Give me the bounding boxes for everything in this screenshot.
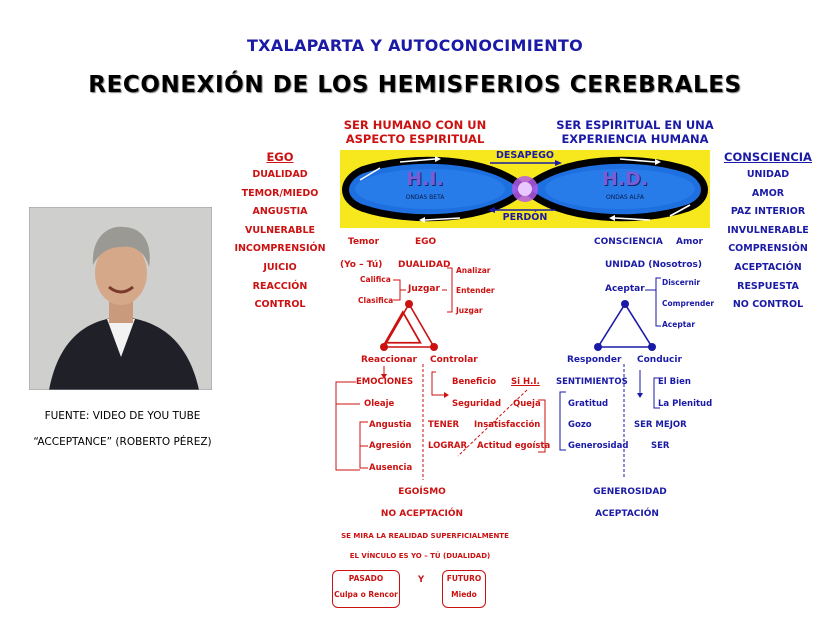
culpa-label: Culpa o Rencor: [334, 590, 398, 599]
clasifica-label: Clasifica: [358, 296, 394, 305]
agresion-label: Agresión: [369, 441, 412, 451]
aceptacion-label: ACEPTACIÓN: [595, 509, 659, 519]
person-portrait-icon: [29, 207, 212, 390]
comprender-label: Comprender: [662, 299, 715, 308]
photo-caption-title: “ACCEPTANCE” (ROBERTO PÉREZ): [33, 436, 212, 448]
list-item: INVULNERABLE: [727, 224, 809, 236]
yo-tu-label: (Yo – Tú): [340, 260, 383, 270]
ser-espiritual-line1: SER ESPIRITUAL EN UNA: [556, 118, 714, 132]
egoismo-label: EGOÍSMO: [398, 487, 446, 497]
entender-label: Entender: [456, 286, 495, 295]
infinity-diagram: DESAPEGO PERDÓN H.I. ONDAS BETA H.D. OND…: [340, 150, 710, 228]
list-item: TEMOR/MIEDO: [241, 187, 319, 199]
consciencia-list: UNIDAD AMOR PAZ INTERIOR INVULNERABLE CO…: [713, 166, 823, 315]
emociones-label: EMOCIONES: [356, 377, 414, 387]
controlar-label: Controlar: [430, 355, 478, 365]
list-item: AMOR: [751, 187, 785, 199]
lograr-label: LOGRAR: [428, 441, 467, 451]
seguridad-label: Seguridad: [452, 399, 502, 409]
juzgar-small-label: Juzgar: [456, 306, 483, 315]
ego-label: EGO: [415, 237, 437, 247]
futuro-label: FUTURO: [446, 574, 482, 583]
perdon-label: PERDÓN: [502, 212, 548, 223]
amor-label: Amor: [676, 237, 703, 247]
photo-caption-source: FUENTE: VIDEO DE YOU TUBE: [44, 410, 201, 422]
oleaje-label: Oleaje: [364, 399, 395, 409]
se-mira-label: SE MIRA LA REALIDAD SUPERFICIALMENTE: [341, 532, 509, 540]
responder-label: Responder: [567, 355, 622, 365]
hi-label: H.I.: [406, 168, 444, 190]
aceptar-label: Aceptar: [605, 284, 645, 294]
unidad-nosotros-label: UNIDAD (Nosotros): [605, 260, 702, 270]
list-item: COMPRENSIÓN: [728, 243, 808, 255]
list-item: REACCIÓN: [252, 280, 308, 292]
si-hi-label: Si H.I.: [511, 377, 540, 387]
pasado-label: PASADO: [348, 574, 384, 583]
ausencia-label: Ausencia: [369, 463, 413, 473]
gratitud-label: Gratitud: [568, 399, 609, 409]
ondas-beta-label: ONDAS BETA: [405, 194, 445, 201]
subtitle: TXALAPARTA Y AUTOCONOCIMIENTO: [246, 36, 584, 55]
ondas-alfa-label: ONDAS ALFA: [606, 194, 644, 201]
discernir-label: Discernir: [662, 278, 701, 287]
ser-label: SER: [651, 441, 670, 451]
sentimientos-label: SENTIMIENTOS: [556, 377, 628, 387]
el-bien-label: El Bien: [658, 377, 691, 387]
reaccionar-label: Reaccionar: [361, 355, 417, 365]
generosidad-label: GENEROSIDAD: [593, 487, 667, 497]
futuro-box: FUTURO Miedo: [442, 570, 486, 608]
desapego-label: DESAPEGO: [496, 150, 554, 161]
beneficio-label: Beneficio: [452, 377, 497, 387]
page-title: RECONEXIÓN DE LOS HEMISFERIOS CEREBRALES: [88, 72, 742, 98]
consciencia-flow-label: CONSCIENCIA: [594, 237, 663, 247]
list-item: PAZ INTERIOR: [730, 206, 806, 218]
insatisfaccion-label: Insatisfacción: [474, 420, 541, 430]
queja-label: Queja: [513, 399, 541, 409]
analizar-label: Analizar: [456, 266, 491, 275]
califica-label: Califica: [360, 275, 391, 284]
actitud-egoista-label: Actitud egoísta: [477, 441, 551, 451]
ego-list: DUALIDAD TEMOR/MIEDO ANGUSTIA VULNERABLE…: [225, 166, 335, 315]
list-item: RESPUESTA: [737, 280, 799, 292]
juzgar-label: Juzgar: [408, 284, 440, 294]
vinculo-label: EL VÍNCULO ES YO – TÚ (DUALIDAD): [349, 552, 491, 560]
list-item: NO CONTROL: [732, 299, 804, 311]
list-item: JUICIO: [263, 261, 297, 273]
ser-espiritual-line2: EXPERIENCIA HUMANA: [561, 132, 709, 146]
pasado-box: PASADO Culpa o Rencor: [332, 570, 400, 608]
list-item: INCOMPRENSIÓN: [234, 243, 326, 255]
ser-humano-line2: ASPECTO ESPIRITUAL: [345, 132, 485, 146]
temor-label: Temor: [348, 237, 380, 247]
list-item: UNIDAD: [746, 169, 790, 180]
tener-label: TENER: [428, 420, 460, 430]
ser-mejor-label: SER MEJOR: [634, 420, 687, 430]
list-item: ANGUSTIA: [252, 206, 308, 218]
aceptar-small-label: Aceptar: [662, 320, 696, 329]
generosidad-small-label: Generosidad: [568, 441, 629, 451]
la-plenitud-label: La Plenitud: [658, 399, 713, 409]
list-item: VULNERABLE: [244, 224, 315, 236]
gozo-label: Gozo: [568, 420, 592, 430]
ser-humano-line1: SER HUMANO CON UN: [343, 118, 487, 132]
angustia-label: Angustia: [369, 420, 412, 430]
list-item: DUALIDAD: [252, 169, 308, 180]
dualidad-label: DUALIDAD: [398, 260, 451, 270]
miedo-label: Miedo: [451, 590, 477, 599]
ego-heading: EGO: [266, 150, 294, 164]
speaker-photo: [29, 207, 212, 390]
ser-humano-label: SER HUMANO CON UN ASPECTO ESPIRITUAL: [330, 118, 500, 146]
no-aceptacion-label: NO ACEPTACIÓN: [380, 509, 464, 519]
list-item: ACEPTACIÓN: [734, 261, 802, 273]
conducir-label: Conducir: [637, 355, 682, 365]
ser-espiritual-label: SER ESPIRITUAL EN UNA EXPERIENCIA HUMANA: [545, 118, 725, 146]
hd-label: H.D.: [601, 168, 649, 190]
y-label: Y: [418, 575, 425, 585]
consciencia-heading: CONSCIENCIA: [724, 150, 812, 164]
list-item: CONTROL: [254, 299, 306, 311]
